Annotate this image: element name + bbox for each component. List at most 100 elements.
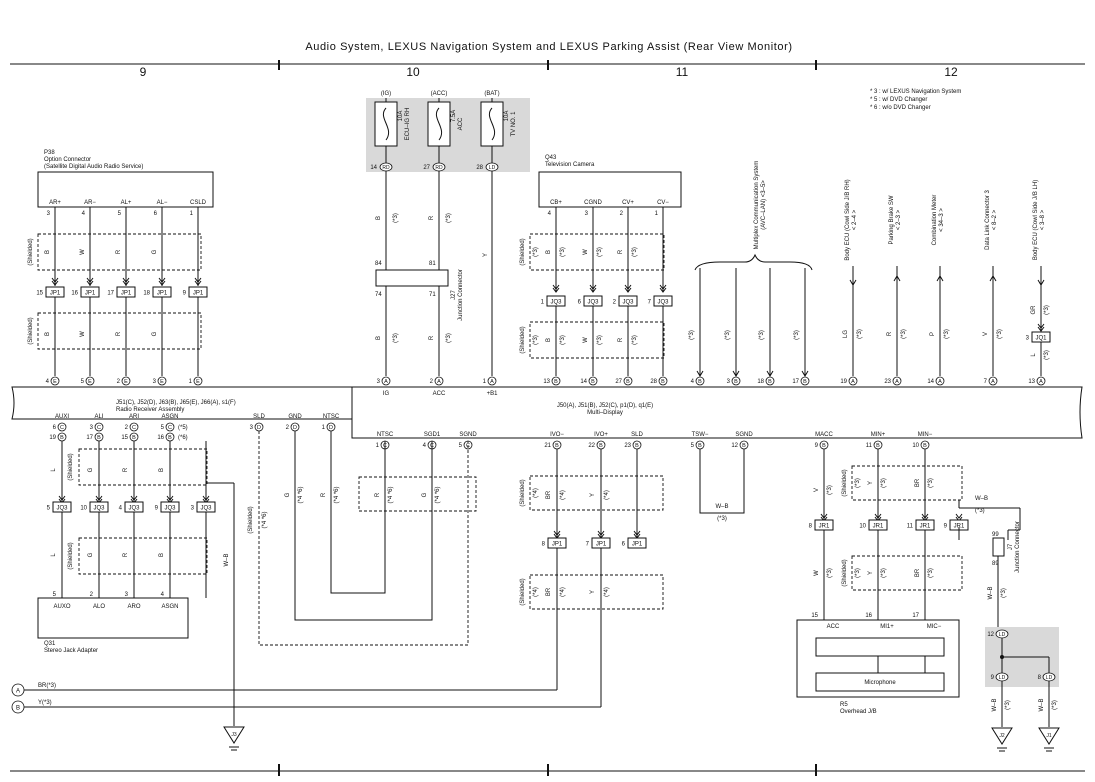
junction-pin: 6 xyxy=(622,542,626,548)
shield-outline xyxy=(78,448,208,486)
junction-pin: 9 xyxy=(183,291,187,297)
fuse-conn: LD xyxy=(489,165,496,171)
q31-pin-num: 2 xyxy=(90,592,94,598)
pin-letter: B xyxy=(923,443,927,449)
fuse-pin-num: 27 xyxy=(423,165,430,171)
wire-color: (*4) xyxy=(533,587,539,597)
q31-pin-label: ARO xyxy=(127,604,140,610)
pin-letter: B xyxy=(661,379,665,385)
wire-color: (*3) xyxy=(689,330,695,340)
junction-label: JR1 xyxy=(954,524,965,530)
wire-color: (*3) xyxy=(855,478,861,488)
wire-color: W–B xyxy=(1039,698,1045,711)
q43-wiring: CB+4B(*3)JQ31B(*3)B13CA+CGND3W(*3)JQ36W(… xyxy=(520,200,673,397)
wire-color: W xyxy=(80,331,86,337)
display-bottom-num: 11 xyxy=(866,443,873,449)
wire-color: (*3) xyxy=(393,333,399,343)
wire-color: (*3) xyxy=(855,568,861,578)
wire-color: R xyxy=(116,331,122,336)
q31-pin-label: ASGN xyxy=(161,604,178,610)
p38-pin-label: CSLD xyxy=(190,200,207,206)
option-note: (*3) xyxy=(717,516,727,522)
junction-label: JQ3 xyxy=(128,506,140,512)
jq1-box xyxy=(1031,331,1051,343)
q43-pin-label: CV+ xyxy=(622,200,634,206)
radio-bottom2-num: 17 xyxy=(86,435,93,441)
wire-color: (*3) xyxy=(560,247,566,257)
radio-top-num: 2 xyxy=(430,379,434,385)
display-name: Multi–Display xyxy=(587,410,623,416)
pin-letter: A xyxy=(384,379,388,385)
wire-color: R xyxy=(116,249,122,254)
pin-circle xyxy=(193,376,203,386)
mux-pin-num: 18 xyxy=(757,379,764,385)
option-note: (*3) xyxy=(975,508,985,514)
pin-circle xyxy=(434,376,444,386)
wire-color: (*3) xyxy=(944,329,950,339)
junction-label: JP1 xyxy=(50,291,61,297)
wire-color: GR xyxy=(1031,305,1037,315)
junction-pin: 9 xyxy=(944,524,948,530)
section-11: 11 xyxy=(676,65,689,79)
wire-color: (*3) xyxy=(1005,700,1011,710)
wire-color: W xyxy=(583,337,589,343)
shield-label: (Shielded) xyxy=(520,479,526,506)
p38-desc: (Satellite Digital Audio Radio Service) xyxy=(44,164,143,170)
junction-label: JR1 xyxy=(819,524,830,530)
fuse-source: (ACC) xyxy=(431,91,448,97)
wire-color: (*3) xyxy=(827,568,833,578)
pin-circle xyxy=(157,376,167,386)
pin-circle xyxy=(50,376,60,386)
wire-color: (*4 *6) xyxy=(298,486,304,503)
pin-letter: A xyxy=(851,379,855,385)
wire-color: W–B xyxy=(224,553,230,566)
junction-pin: 9 xyxy=(155,506,159,512)
radio-name: Radio Receiver Assembly xyxy=(116,407,184,413)
wire-color: (*3) xyxy=(1001,588,1007,598)
connector-chevron xyxy=(624,284,632,293)
junction-pin: 11 xyxy=(907,524,914,530)
wire-color: (*3) xyxy=(759,330,765,340)
wire-color: G xyxy=(88,467,94,472)
pin-circle xyxy=(487,376,497,386)
display-bottom-num: 23 xyxy=(624,443,631,449)
wire-color: (*3) xyxy=(560,335,566,345)
wire-color: (*3) xyxy=(533,247,539,257)
junction-pin: 10 xyxy=(80,506,87,512)
r5-pin-label: MIC− xyxy=(927,624,942,630)
wire-color: R xyxy=(123,552,129,557)
fuse-amp: 10A xyxy=(504,111,510,122)
arrow-down xyxy=(696,370,704,377)
wire-color: G xyxy=(152,331,158,336)
p38-connector xyxy=(37,171,214,208)
pin-letter: A xyxy=(895,379,899,385)
head-unit-body xyxy=(11,386,1083,439)
ld-pin-num: 12 xyxy=(987,632,994,638)
q31-pin-label: ALO xyxy=(93,604,105,610)
display-pin-num: 13 xyxy=(543,379,550,385)
shield-label: (Shielded) xyxy=(248,506,254,533)
display-bottom-num: 21 xyxy=(544,443,551,449)
wire-color: (*4) xyxy=(604,587,610,597)
rc-pin-num: 14 xyxy=(927,379,934,385)
wire-color: BR xyxy=(915,478,921,487)
pin-circle xyxy=(848,376,858,386)
radio-bottom2-num: 19 xyxy=(49,435,56,441)
p38-pin-label: AR− xyxy=(84,200,96,206)
radio-bottom-label: ALI xyxy=(94,414,103,420)
wire-color: R xyxy=(375,492,381,497)
shield-label: (Shielded) xyxy=(520,578,526,605)
junction-label: JQ3 xyxy=(93,506,105,512)
shield-outline xyxy=(529,233,665,271)
q31-pin-num: 5 xyxy=(53,592,57,598)
wire-color: (*3) xyxy=(632,335,638,345)
wire-color: Y xyxy=(483,253,489,257)
radio-top-label: +B1 xyxy=(487,391,499,397)
p38-pin-num: 5 xyxy=(118,211,122,217)
q43-pin-num: 2 xyxy=(620,211,624,217)
multiplex-wiring: Multiplex Communication System(AVC–LAN) … xyxy=(689,161,813,397)
pin-letter: E xyxy=(124,379,128,385)
wire-color: (*4) xyxy=(533,488,539,498)
pin-letter: B xyxy=(97,435,101,441)
